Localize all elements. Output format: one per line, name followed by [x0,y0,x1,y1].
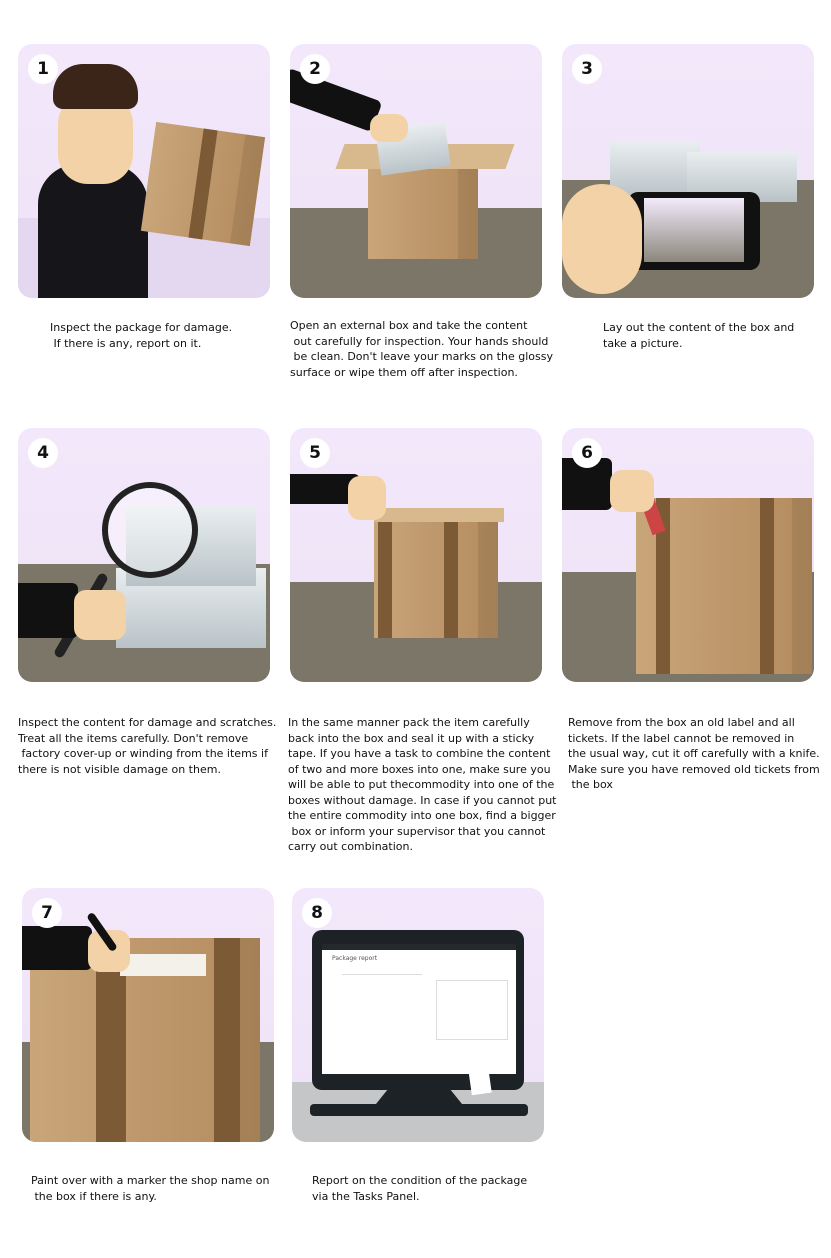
cardboard-box [636,498,812,674]
magnifying-glass-icon [102,482,198,578]
hand [74,590,126,640]
step-2-caption: Open an external box and take the conten… [290,319,553,379]
screen-title: Package report [332,955,378,962]
smartphone [628,192,760,270]
step-3-illustration: 3 [562,44,814,298]
hand [610,470,654,512]
step-7-illustration: 7 [22,888,274,1142]
step-4-caption: Inspect the content for damage and scrat… [18,716,277,776]
step-number: 1 [28,54,58,84]
step-number: 8 [302,898,332,928]
step-number: 4 [28,438,58,468]
businessman-face [58,94,133,184]
step-number: 6 [572,438,602,468]
cardboard-box [374,518,498,638]
cardboard-box [30,938,260,1142]
hand [348,476,386,520]
hand [562,184,642,294]
step-3-caption: Lay out the content of the box and take … [603,321,795,350]
step-8-caption: Report on the condition of the package v… [312,1174,528,1203]
step-number: 5 [300,438,330,468]
step-1-caption: Inspect the package for damage. If there… [50,321,233,350]
businessman-hair [53,64,138,109]
monitor: Package report [312,930,524,1090]
step-2-illustration: 2 [290,44,542,298]
monitor-stand [376,1088,462,1104]
shop-label [120,954,206,976]
step-number: 3 [572,54,602,84]
open-cardboard-box [368,159,478,259]
step-4-illustration: 4 [18,428,270,682]
step-6-illustration: 6 [562,428,814,682]
arm [22,926,92,970]
step-8-illustration: Package report 8 [292,888,544,1142]
step-5-illustration: 5 [290,428,542,682]
cardboard-box [140,121,266,247]
step-1-illustration: 1 [18,44,270,298]
hand [370,114,408,142]
step-6-caption: Remove from the box an old label and all… [568,716,820,791]
arm [18,583,78,638]
step-7-caption: Paint over with a marker the shop name o… [31,1174,270,1203]
step-5-caption: In the same manner pack the item careful… [288,716,557,853]
step-number: 2 [300,54,330,84]
tasks-panel-screen: Package report [322,944,516,1074]
sticky-note [468,1066,492,1096]
keyboard [310,1104,528,1116]
step-number: 7 [32,898,62,928]
businessman-suit [38,164,148,298]
item [610,142,700,197]
